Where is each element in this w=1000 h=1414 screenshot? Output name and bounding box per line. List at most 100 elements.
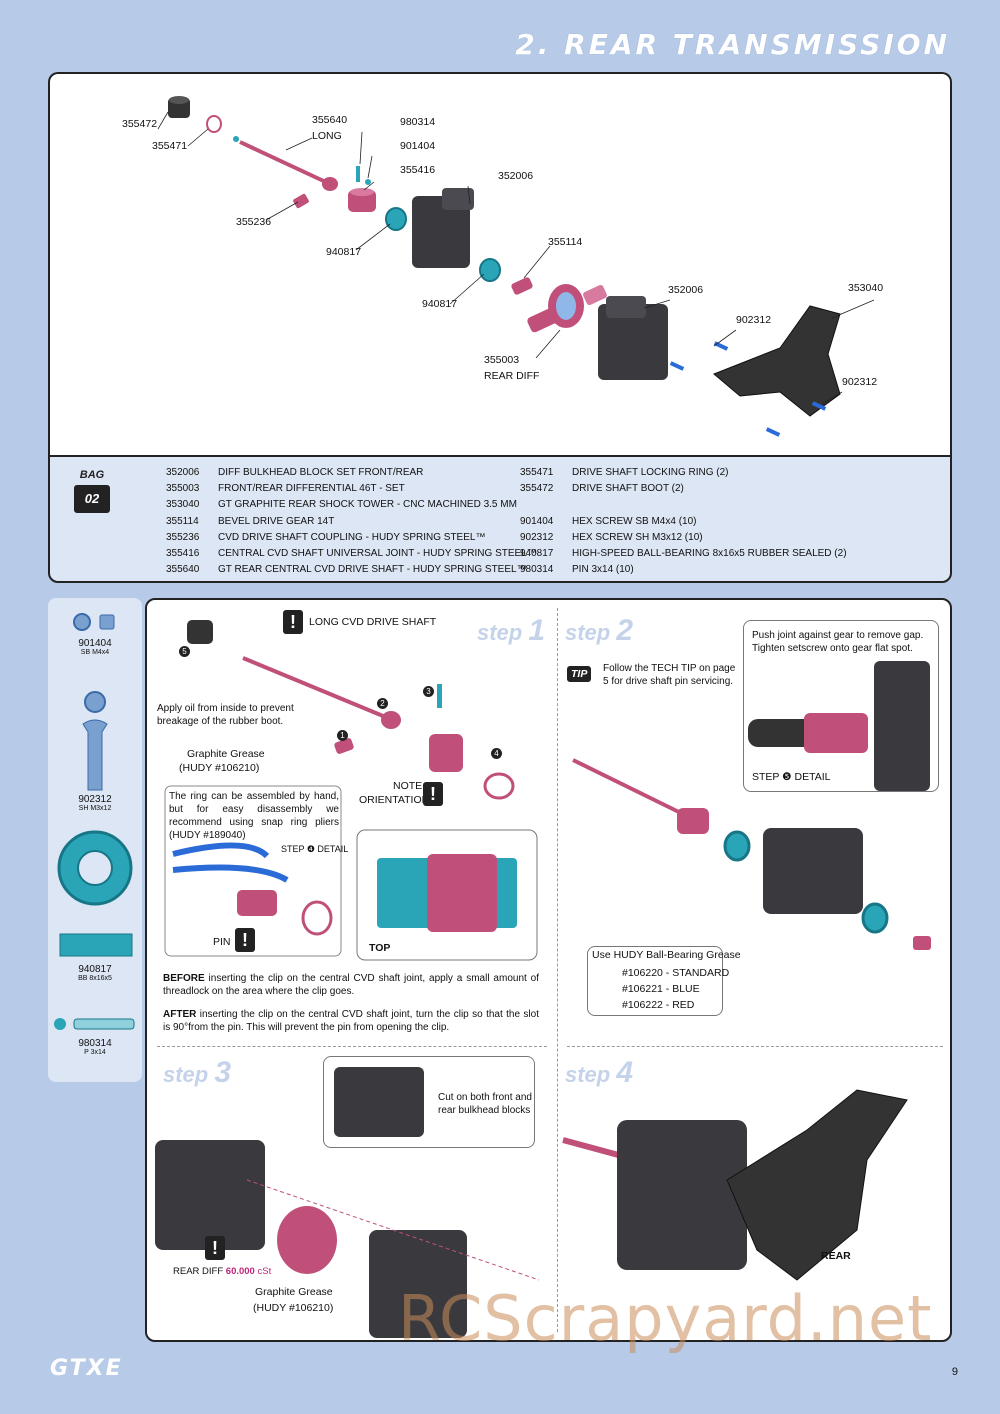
bearing-hole	[77, 850, 113, 886]
gtxe-logo: GTXE	[50, 1356, 123, 1381]
legend-code: 901404	[78, 638, 112, 649]
warning-icon: !	[283, 610, 303, 634]
joint	[429, 734, 463, 772]
joint-detail	[804, 713, 868, 753]
step5-detail-box: Push joint against gear to remove gap. T…	[743, 620, 939, 792]
part-code: 902312	[520, 531, 554, 543]
legend-code: 940817	[78, 964, 112, 975]
part-code: 355471	[520, 467, 554, 478]
graphite-grease-label: Graphite Grease	[255, 1286, 333, 1298]
step3-number: 3	[214, 1056, 232, 1089]
step3-drawing	[155, 1140, 540, 1338]
divider-left	[157, 1046, 547, 1047]
rear-diff	[527, 284, 607, 333]
bulkhead-rear	[598, 296, 668, 380]
part-row: 355472 DRIVE SHAFT BOOT (2)	[520, 483, 847, 499]
tip-text: Follow the TECH TIP on page 5 for drive …	[603, 663, 736, 687]
grease-item: #106221 - BLUE	[622, 983, 700, 995]
screw-m3x12-a	[669, 361, 685, 371]
step2-label: step 2	[565, 614, 633, 648]
label-355640: 355640	[312, 114, 348, 126]
cut-note: Cut on both front and rear bulkhead bloc…	[438, 1092, 532, 1116]
label-355471: 355471	[152, 140, 188, 152]
label-355416: 355416	[400, 164, 436, 176]
step1-number: 1	[528, 614, 546, 647]
part-code: 940817	[520, 547, 554, 559]
part-code: 355003	[166, 483, 200, 495]
rear-label: REAR	[821, 1250, 851, 1262]
pliers-handle-2	[172, 864, 289, 883]
part-desc: GT REAR CENTRAL CVD DRIVE SHAFT - HUDY S…	[218, 564, 527, 576]
label-980314: 980314	[400, 116, 436, 128]
part-desc: FRONT/REAR DIFFERENTIAL 46T - SET	[218, 483, 405, 495]
part-row: 355003 FRONT/REAR DIFFERENTIAL 46T - SET	[166, 483, 537, 499]
part-code: 355472	[520, 483, 554, 495]
legend-spec: P 3x14	[84, 1049, 106, 1056]
note-label: NOTE	[393, 780, 423, 792]
joint	[677, 808, 709, 834]
shock-tower	[713, 305, 841, 417]
part-code: 355640	[166, 564, 200, 576]
label-355472: 355472	[122, 118, 158, 130]
bearing	[723, 830, 751, 862]
long-shaft	[242, 656, 384, 718]
ring	[483, 772, 515, 800]
diff	[277, 1206, 337, 1274]
graphite-grease-code: (HUDY #106210)	[253, 1302, 334, 1314]
bearing-1	[385, 207, 407, 231]
legend-spec: BB 8x16x5	[78, 975, 112, 982]
label-352006-a: 352006	[498, 170, 534, 182]
oil-note: Apply oil from inside to prevent breakag…	[157, 703, 294, 727]
shaft-ball	[381, 711, 401, 729]
step1-drawing	[164, 620, 538, 961]
screw-m3x12-side-icon	[82, 719, 108, 791]
bearing-2	[479, 258, 501, 282]
ring-note: The ring can be assembled by hand, but f…	[169, 791, 339, 841]
after-bold: AFTER	[163, 1009, 197, 1020]
bulkhead-cut	[334, 1067, 424, 1137]
coupling	[334, 738, 354, 754]
universal-joint	[348, 188, 376, 212]
step4-label: step 4	[565, 1056, 633, 1090]
rear-diff-unit: cSt	[257, 1266, 272, 1277]
part-row	[520, 499, 847, 515]
legend-spec: SH M3x12	[78, 805, 112, 812]
locking-ring	[206, 115, 222, 133]
step4-detail-label: STEP ❹ DETAIL	[281, 844, 349, 854]
step2-number: 2	[616, 614, 634, 647]
part-desc: DRIVE SHAFT BOOT (2)	[572, 483, 684, 495]
step4-number: 4	[616, 1056, 634, 1089]
watermark: RCScrapyard.net	[398, 1282, 933, 1355]
screw-m3x12-d	[765, 427, 781, 437]
step4-word: step	[565, 1062, 611, 1087]
label-353040: 353040	[848, 282, 884, 294]
callout-5: 5	[179, 646, 190, 657]
part-desc: HIGH-SPEED BALL-BEARING 8x16x5 RUBBER SE…	[572, 547, 847, 559]
shock-tower	[726, 1089, 908, 1281]
before-bold: BEFORE	[163, 973, 205, 984]
after-text: inserting the clip on the central CVD sh…	[163, 1009, 539, 1033]
step1-word: step	[477, 620, 523, 645]
step2-word: step	[565, 620, 611, 645]
label-902312-b: 902312	[842, 376, 878, 388]
grease-box: Use HUDY Ball-Bearing Grease #106220 - S…	[587, 946, 741, 1016]
pliers-handle-1	[172, 842, 270, 859]
rear-diff-label: REAR DIFF	[173, 1266, 224, 1277]
label-355003: 355003	[484, 354, 520, 366]
rear-diff-note: REAR DIFF 60.000 cSt	[173, 1266, 271, 1277]
divider-right	[567, 1046, 943, 1047]
graphite-grease-label: Graphite Grease	[187, 748, 265, 760]
screw-m3x12-head-icon	[84, 691, 106, 713]
ring-detail	[301, 900, 333, 936]
exploded-view-drawing	[157, 96, 875, 437]
